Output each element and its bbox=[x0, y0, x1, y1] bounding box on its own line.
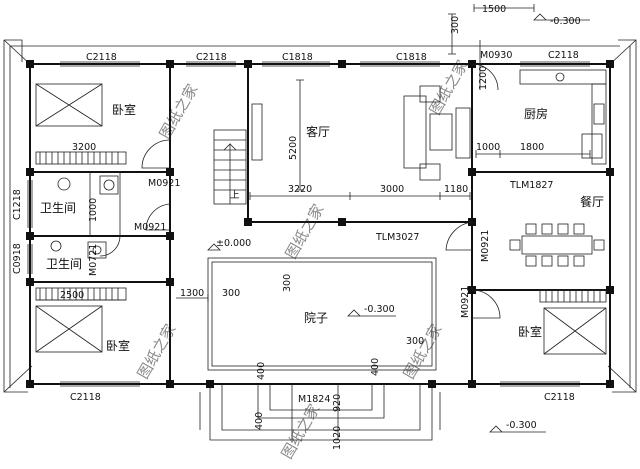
watermark-text: 图纸之家 bbox=[134, 321, 180, 382]
kitchen-counters bbox=[519, 69, 607, 165]
dimension-text: 3220 bbox=[288, 184, 312, 195]
elevation-label: -0.300 bbox=[550, 16, 581, 27]
watermark-text: 图纸之家 bbox=[156, 81, 202, 142]
tv-cabinet bbox=[251, 103, 263, 161]
roof-outline bbox=[3, 39, 637, 430]
stair-up-label: 上 bbox=[230, 190, 240, 201]
watermark-text: 图纸之家 bbox=[282, 201, 328, 262]
dimension-text: 400 bbox=[254, 412, 265, 430]
dimension-lines bbox=[36, 4, 591, 440]
elevation-label: ±0.000 bbox=[216, 238, 251, 249]
dimension-text: 1020 bbox=[332, 426, 343, 450]
exterior-walls bbox=[29, 63, 611, 385]
dimension-text: 300 bbox=[222, 288, 240, 299]
room-label-bath-upper: 卫生间 bbox=[40, 201, 76, 215]
dimension-text: 1200 bbox=[478, 66, 489, 90]
bed-bottom-right bbox=[543, 307, 607, 355]
bathroom-fixtures bbox=[50, 175, 119, 259]
door-swings bbox=[99, 63, 501, 319]
door-label: M0921 bbox=[460, 286, 471, 318]
door-label: M0921 bbox=[480, 230, 491, 262]
door-label: TLM1827 bbox=[509, 180, 553, 191]
dimension-text: 1500 bbox=[482, 4, 506, 15]
dimension-text: 400 bbox=[256, 362, 267, 380]
room-label-bath-lower: 卫生间 bbox=[46, 257, 82, 271]
room-label-dining: 餐厅 bbox=[580, 194, 604, 209]
dimension-text: 1800 bbox=[520, 142, 544, 153]
courtyard-area bbox=[207, 257, 437, 371]
room-label-kitchen: 厨房 bbox=[524, 106, 548, 121]
dimension-text: 2500 bbox=[60, 290, 84, 301]
dimension-text: 300 bbox=[450, 16, 461, 34]
elevation-markers bbox=[207, 13, 590, 433]
bed-top-left bbox=[35, 83, 103, 127]
window-label: C1818 bbox=[282, 52, 313, 63]
window-label: C1218 bbox=[12, 189, 23, 220]
elevation-label: -0.300 bbox=[506, 420, 537, 431]
dimension-text: 400 bbox=[370, 358, 381, 376]
window-label: C0918 bbox=[12, 243, 23, 274]
room-label-bedroom-br: 卧室 bbox=[518, 324, 542, 339]
dimension-text: 3200 bbox=[72, 142, 96, 153]
room-label-courtyard: 院子 bbox=[304, 311, 328, 325]
elevation-label: -0.300 bbox=[364, 304, 395, 315]
bed-bottom-left bbox=[35, 305, 103, 353]
dimension-text: 300 bbox=[282, 274, 293, 292]
stair bbox=[213, 129, 247, 205]
window-label: C2118 bbox=[86, 52, 117, 63]
dimension-text: 1300 bbox=[180, 288, 204, 299]
dimension-text: 1180 bbox=[444, 184, 468, 195]
room-label-bedroom-bl: 卧室 bbox=[106, 338, 130, 353]
dimension-text: 3000 bbox=[380, 184, 404, 195]
door-label: TLM3027 bbox=[375, 232, 419, 243]
watermark-text: 图纸之家 bbox=[400, 321, 446, 382]
door-label: M0921 bbox=[148, 178, 180, 189]
window-label: C1818 bbox=[396, 52, 427, 63]
sofa-set bbox=[403, 85, 471, 181]
room-label-living: 客厅 bbox=[306, 124, 330, 139]
window-label: C2118 bbox=[70, 392, 101, 403]
dimension-text: 5200 bbox=[288, 136, 299, 160]
dimension-text: 1000 bbox=[476, 142, 500, 153]
dimension-text: 1000 bbox=[88, 198, 99, 222]
window-openings bbox=[27, 61, 590, 387]
door-label: M0930 bbox=[480, 50, 512, 61]
window-label: C2118 bbox=[548, 50, 579, 61]
door-label: M0721 bbox=[88, 244, 99, 276]
door-label: M0921 bbox=[134, 222, 166, 233]
window-label: C2118 bbox=[196, 52, 227, 63]
dining-table bbox=[509, 223, 605, 267]
dimension-text: 300 bbox=[406, 336, 424, 347]
wardrobe-strips bbox=[35, 151, 607, 303]
door-label: M1824 bbox=[298, 394, 330, 405]
window-label: C2118 bbox=[544, 392, 575, 403]
room-label-bedroom-tl: 卧室 bbox=[112, 102, 136, 117]
entrance-steps bbox=[209, 384, 433, 441]
dimension-text: 920 bbox=[332, 394, 343, 412]
